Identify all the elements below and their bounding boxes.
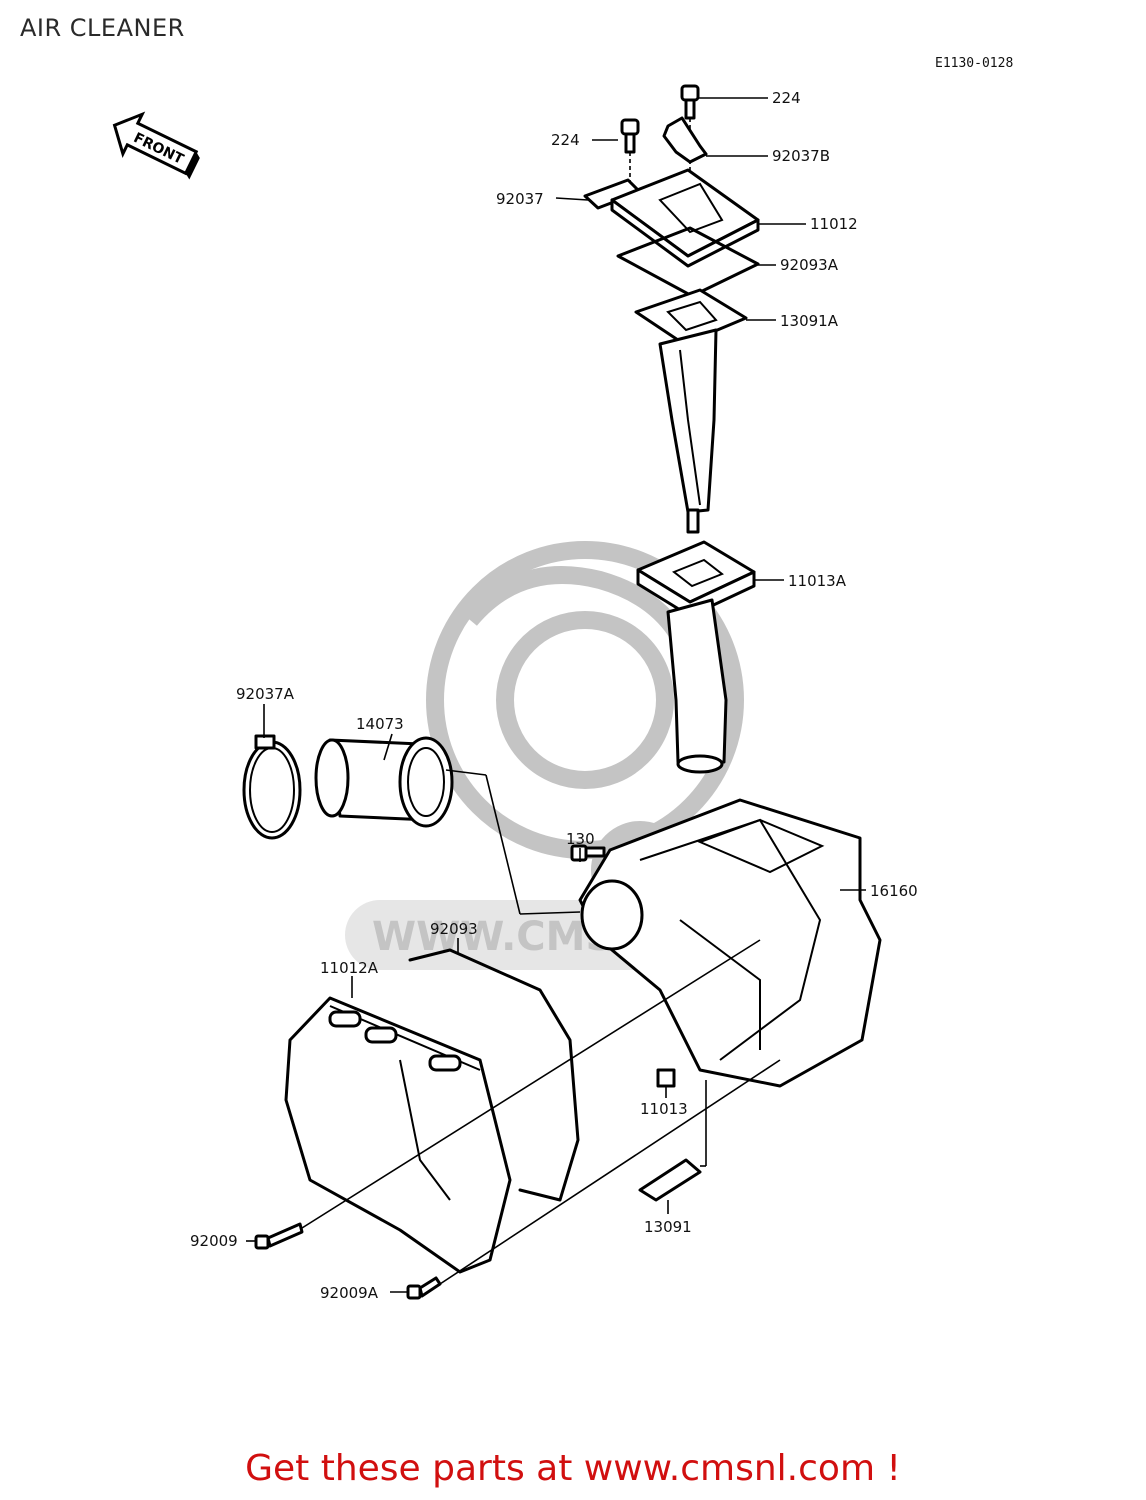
label-11013: 11013 bbox=[640, 1100, 688, 1118]
seal-13091A bbox=[634, 288, 748, 346]
page-title: AIR CLEANER bbox=[20, 14, 185, 42]
diagram-code: E1130-0128 bbox=[935, 56, 1014, 71]
label-11012: 11012 bbox=[810, 215, 858, 233]
screw-92009A bbox=[406, 1276, 442, 1300]
label-224-top: 224 bbox=[772, 89, 801, 107]
cover-11012A bbox=[284, 996, 512, 1274]
bolt-224-left bbox=[620, 118, 640, 154]
clamp-92037A bbox=[242, 734, 302, 840]
clamp-92037B bbox=[662, 116, 708, 164]
label-92093: 92093 bbox=[430, 920, 478, 938]
block-11013 bbox=[656, 1068, 676, 1088]
duct-11013A bbox=[636, 540, 756, 774]
label-92037: 92037 bbox=[496, 190, 544, 208]
bolt-224-top bbox=[680, 84, 700, 120]
leader-lines bbox=[246, 97, 866, 1293]
case-16160 bbox=[578, 798, 882, 1088]
label-92037B: 92037B bbox=[772, 147, 830, 165]
label-92009A: 92009A bbox=[320, 1284, 379, 1302]
label-11012A: 11012A bbox=[320, 959, 379, 977]
label-130: 130 bbox=[566, 830, 595, 848]
seal-13091 bbox=[638, 1158, 702, 1202]
cover-11012 bbox=[610, 168, 760, 268]
label-224-left: 224 bbox=[551, 131, 580, 149]
label-92093A: 92093A bbox=[780, 256, 839, 274]
exploded-parts-diagram: WWW.CMSNL.COM FRONT bbox=[112, 84, 918, 1302]
front-arrow-icon: FRONT bbox=[112, 111, 200, 180]
label-92037A: 92037A bbox=[236, 685, 295, 703]
label-16160: 16160 bbox=[870, 882, 918, 900]
hose-14073 bbox=[314, 736, 454, 828]
gasket-92093A bbox=[616, 226, 760, 298]
label-13091A: 13091A bbox=[780, 312, 839, 330]
gasket-92093 bbox=[408, 948, 580, 1202]
label-14073: 14073 bbox=[356, 715, 404, 733]
screw-92009 bbox=[254, 1222, 304, 1250]
label-92009: 92009 bbox=[190, 1232, 238, 1250]
bolt-130 bbox=[570, 844, 606, 862]
label-13091: 13091 bbox=[644, 1218, 692, 1236]
footer-link-text[interactable]: Get these parts at www.cmsnl.com ! bbox=[245, 1448, 901, 1489]
label-11013A: 11013A bbox=[788, 572, 847, 590]
